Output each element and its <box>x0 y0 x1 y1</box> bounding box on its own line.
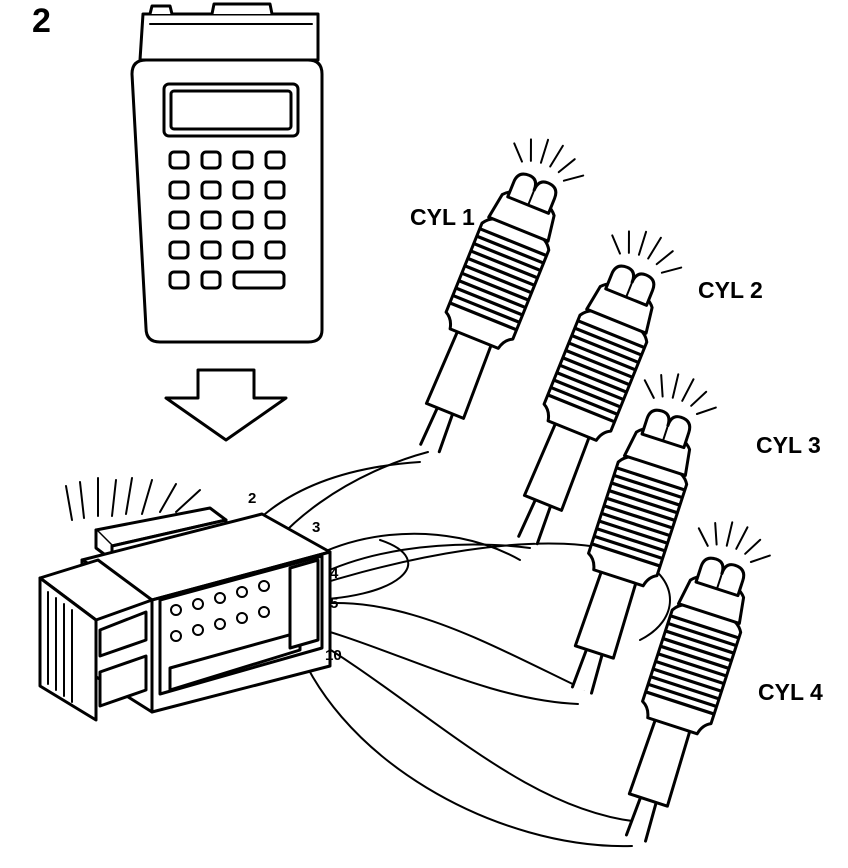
down-arrow-icon <box>164 368 288 442</box>
label-cyl-3: CYL 3 <box>756 432 821 458</box>
figure-number: 2 <box>32 2 51 40</box>
scan-tester-icon <box>130 2 324 344</box>
label-cyl-1: CYL 1 <box>410 204 475 230</box>
label-cyl-4: CYL 4 <box>758 679 823 705</box>
pin-label-3: 3 <box>312 519 320 536</box>
pin-label-4: 4 <box>330 565 339 582</box>
pin-label-5: 5 <box>330 595 338 612</box>
pin-label-10: 10 <box>325 647 342 664</box>
keypad <box>168 150 286 290</box>
pin-label-2: 2 <box>248 490 256 507</box>
connector-icon <box>38 477 332 722</box>
label-cyl-2: CYL 2 <box>698 277 763 303</box>
